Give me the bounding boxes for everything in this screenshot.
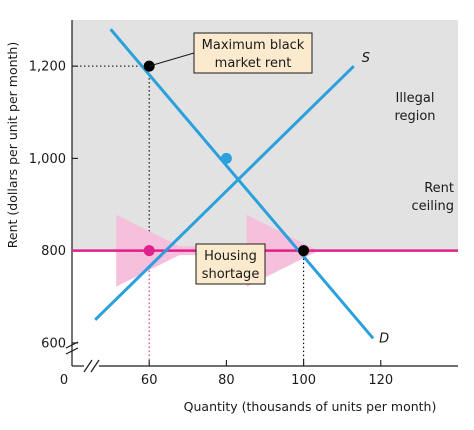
housing-shortage-callout-box bbox=[195, 243, 266, 285]
y-tick-label-800: 800 bbox=[41, 244, 66, 259]
x-tick-label-60: 60 bbox=[141, 373, 158, 388]
label-line-1: market rent bbox=[215, 56, 292, 71]
y-axis-title: Rent (dollars per unit per month) bbox=[5, 42, 20, 248]
label-line-1: ceiling bbox=[412, 199, 454, 214]
axis-ticks: 600 800 1,000 1,200 60 80 100 120 bbox=[29, 60, 393, 388]
black-market-callout-text: Maximum black market rent bbox=[202, 38, 305, 71]
points bbox=[143, 60, 310, 257]
x-axis-title: Quantity (thousands of units per month) bbox=[184, 399, 437, 414]
y-tick-label-600: 600 bbox=[41, 336, 66, 351]
guide-lines bbox=[72, 65, 305, 366]
housing-shortage-callout-text: Housing shortage bbox=[202, 249, 260, 282]
point-3 bbox=[298, 245, 310, 257]
supply-curve bbox=[94, 65, 355, 321]
label-line-0: Maximum black bbox=[202, 38, 305, 53]
label-line-1: region bbox=[394, 109, 435, 124]
rent-ceiling-label: Rent ceiling bbox=[412, 181, 454, 214]
point-2 bbox=[143, 245, 155, 257]
black-market-callout-box bbox=[193, 32, 313, 74]
supply-curve-label: S bbox=[362, 51, 370, 66]
demand-curve-label: D bbox=[379, 331, 389, 346]
y-tick-label-1200: 1,200 bbox=[29, 60, 66, 75]
point-1 bbox=[220, 152, 232, 164]
label-line-1: shortage bbox=[202, 267, 260, 282]
demand-curve bbox=[109, 28, 375, 340]
x-tick-label-100: 100 bbox=[291, 373, 316, 388]
label-line-0: Rent bbox=[424, 181, 454, 196]
label-line-0: Housing bbox=[204, 249, 257, 264]
black-market-callout-pointer bbox=[149, 52, 195, 67]
illegal-region-label: Illegal region bbox=[394, 91, 435, 124]
x-break-mark-0 bbox=[83, 359, 93, 373]
axis-break-marks bbox=[65, 341, 100, 373]
x-tick-label-120: 120 bbox=[368, 373, 393, 388]
x-break-mark-1 bbox=[90, 359, 100, 373]
x-tick-label-80: 80 bbox=[218, 373, 235, 388]
y-tick-label-1000: 1,000 bbox=[29, 152, 66, 167]
origin-label: 0 bbox=[60, 373, 68, 388]
label-line-0: Illegal bbox=[396, 91, 435, 106]
y-break-mark-1 bbox=[65, 347, 79, 355]
curves bbox=[94, 28, 375, 340]
